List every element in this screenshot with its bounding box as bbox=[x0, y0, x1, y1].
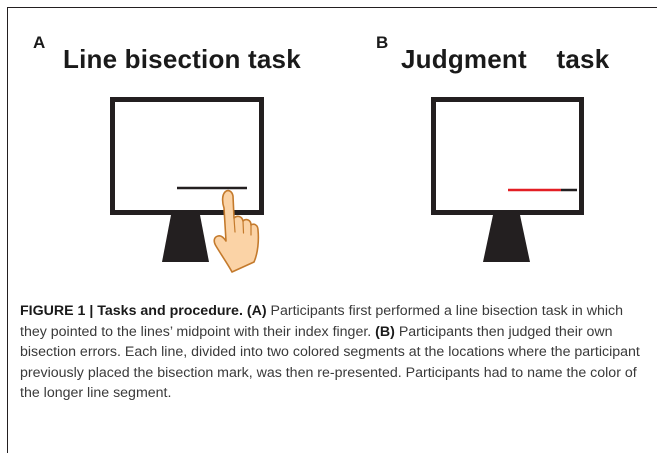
monitor-b-stand bbox=[483, 215, 530, 262]
monitor-a bbox=[110, 97, 264, 262]
frame-left-border bbox=[7, 7, 8, 453]
frame-top-border bbox=[8, 7, 657, 8]
caption-part-b-text: Participants then judged their own bisec… bbox=[20, 323, 640, 402]
pointing-hand-icon bbox=[213, 189, 260, 273]
caption-part-a-marker: (A) bbox=[246, 303, 267, 319]
panel-a-letter: A bbox=[33, 33, 46, 52]
monitor-a-screen bbox=[110, 97, 264, 215]
panel-a-title: Line bisection task bbox=[63, 44, 301, 74]
caption-part-a-text: Participants first performed a line bise… bbox=[20, 303, 623, 340]
monitor-b bbox=[431, 97, 584, 262]
illustration bbox=[110, 97, 584, 273]
panel-b-letter: B bbox=[376, 33, 389, 52]
panel-b-title: Judgment task bbox=[401, 44, 610, 74]
monitor-a-stand bbox=[162, 215, 209, 262]
caption-label: FIGURE 1 | Tasks and procedure. bbox=[20, 303, 243, 319]
figure-caption: FIGURE 1 | Tasks and procedure. (A) Part… bbox=[20, 301, 645, 404]
caption-part-b-marker: (B) bbox=[375, 323, 395, 340]
monitor-b-screen bbox=[431, 97, 584, 215]
